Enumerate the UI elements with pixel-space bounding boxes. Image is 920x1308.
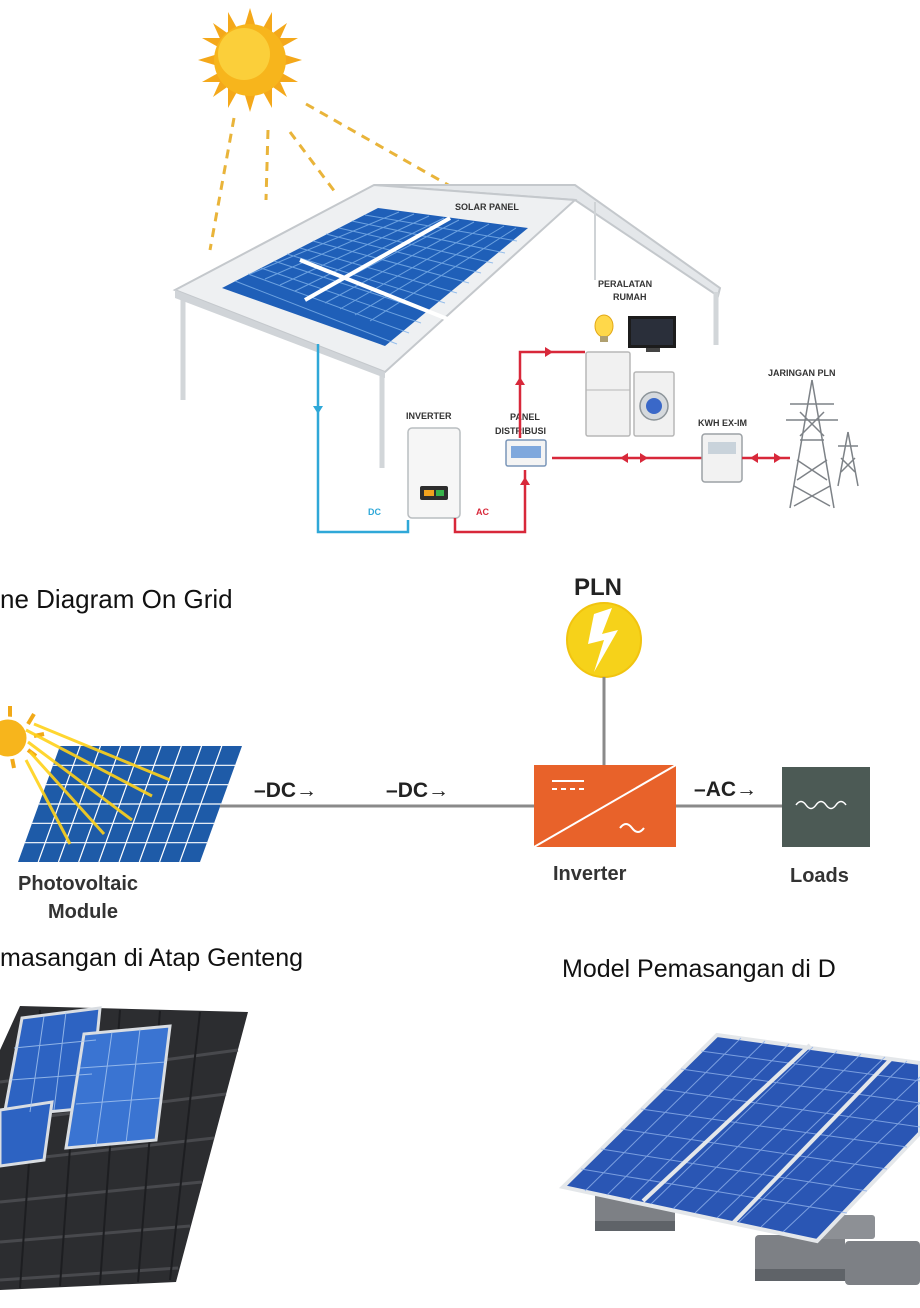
sun-icon-small bbox=[0, 706, 45, 769]
solar-panel-label: SOLAR PANEL bbox=[455, 202, 519, 212]
sun-icon bbox=[198, 8, 302, 112]
inverter-label: Inverter bbox=[553, 863, 627, 885]
inverter-label: INVERTER bbox=[406, 411, 452, 421]
household-appliances bbox=[585, 314, 676, 437]
ac-label: –AC→ bbox=[694, 778, 757, 801]
dc-label-2: –DC→ bbox=[386, 779, 449, 802]
inverter-device bbox=[407, 427, 461, 519]
roof-solar-panel bbox=[222, 208, 528, 346]
panel-distribusi-device bbox=[505, 439, 547, 467]
pln-lightning-icon bbox=[566, 602, 642, 678]
dc-label: DC bbox=[368, 507, 381, 517]
roof-tile-installation-image bbox=[0, 1006, 248, 1290]
peralatan-line2: RUMAH bbox=[613, 292, 647, 302]
roof-installation-title: masangan di Atap Genteng bbox=[0, 944, 304, 972]
transmission-tower-icon bbox=[786, 379, 859, 509]
house-solar-illustration: SOLAR PANEL DC INVERTER AC PANEL DISTRIB… bbox=[172, 8, 859, 534]
loads-box bbox=[782, 767, 870, 847]
sun-rays bbox=[208, 102, 451, 251]
single-line-diagram-title: ne Diagram On Grid bbox=[0, 584, 233, 614]
kwh-label: KWH EX-IM bbox=[698, 418, 747, 428]
panel-line1: PANEL bbox=[510, 412, 540, 422]
photovoltaic-label-line1: Photovoltaic bbox=[18, 873, 138, 895]
kwh-meter-device bbox=[701, 433, 743, 483]
jaringan-pln-label: JARINGAN PLN bbox=[768, 368, 836, 378]
loads-label: Loads bbox=[790, 865, 849, 887]
single-line-diagram: PLN Photovoltaic Module –DC→ –DC→ – bbox=[0, 574, 870, 923]
photovoltaic-label-line2: Module bbox=[48, 901, 118, 923]
ac-line-inverter bbox=[453, 470, 527, 534]
photovoltaic-module-icon bbox=[18, 722, 242, 863]
ground-installation-image bbox=[558, 1032, 920, 1285]
pln-label: PLN bbox=[574, 574, 622, 601]
inverter-box bbox=[533, 764, 677, 848]
dc-line bbox=[316, 344, 410, 534]
ac-line-appliances bbox=[518, 350, 585, 438]
roof-solar-panels bbox=[0, 1006, 172, 1168]
dc-label-1: –DC→ bbox=[254, 779, 317, 802]
ac-label: AC bbox=[476, 507, 489, 517]
peralatan-line1: PERALATAN bbox=[598, 279, 652, 289]
ground-installation-title: Model Pemasangan di D bbox=[562, 955, 836, 983]
